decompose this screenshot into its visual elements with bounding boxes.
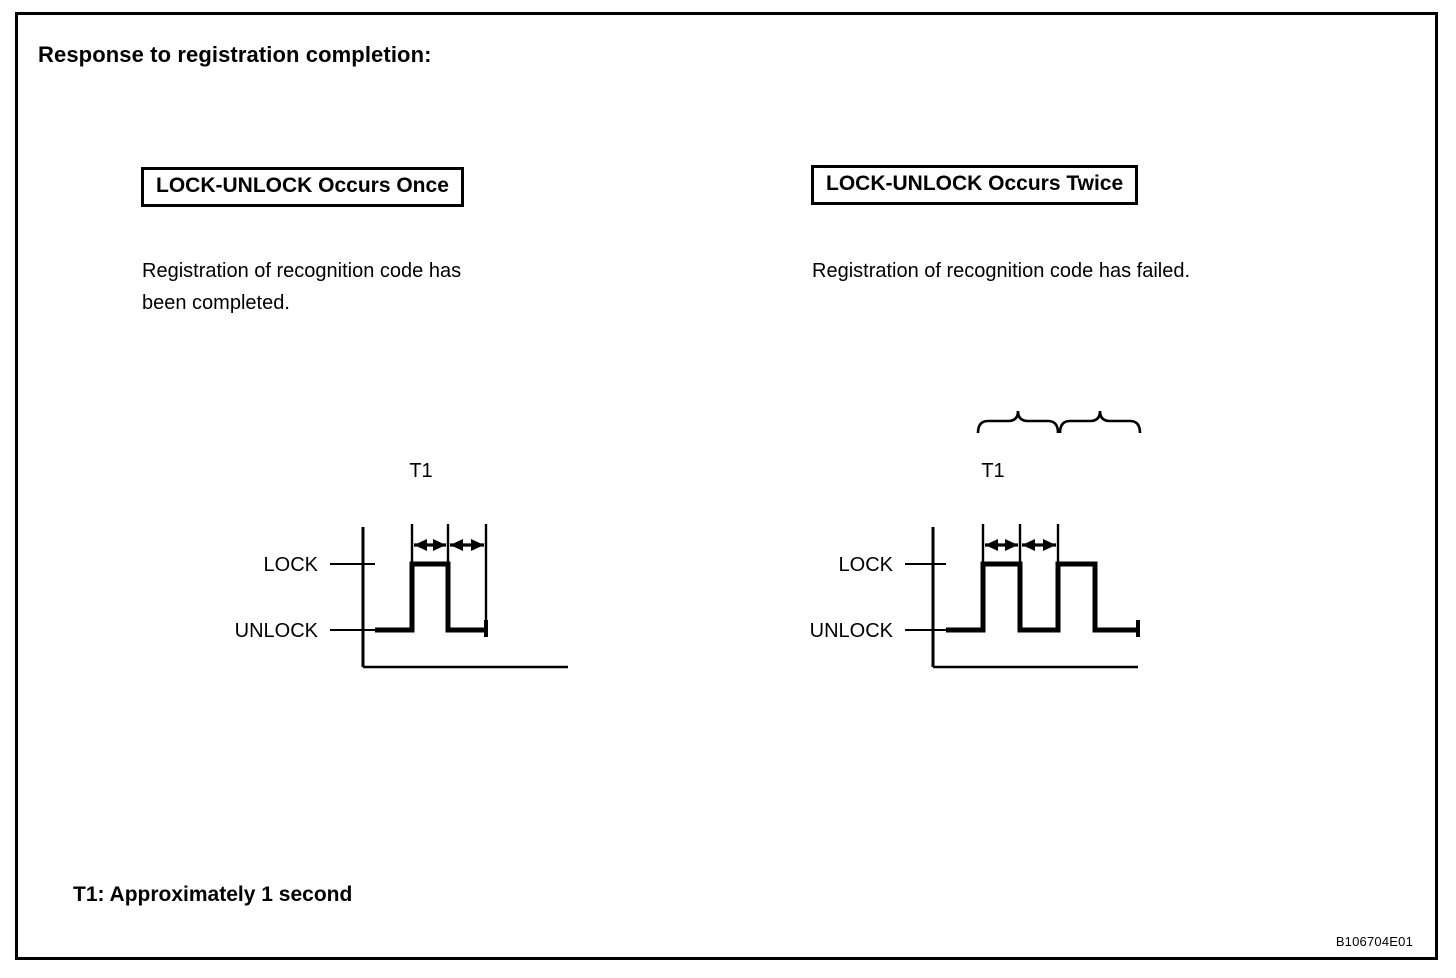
axis-leader-ticks-twice (905, 563, 946, 631)
section-header-twice: LOCK-UNLOCK Occurs Twice (811, 165, 1139, 206)
column-lock-unlock-twice: LOCK-UNLOCK Occurs Twice Registration of… (798, 15, 1456, 957)
axis-label-unlock-twice: UNLOCK (810, 620, 894, 642)
waveform-trace-once (375, 561, 486, 633)
waveform-chart-twice: T1 LOCK UNLOCK (810, 410, 1142, 669)
timing-label-t1-once: T1 (409, 460, 432, 482)
axis-label-unlock-once: UNLOCK (235, 620, 319, 642)
axis-leader-ticks-once (330, 563, 375, 631)
waveform-trace-twice (946, 561, 1138, 633)
axis-label-lock-twice: LOCK (839, 554, 894, 576)
column-lock-unlock-once: LOCK-UNLOCK Occurs Once Registration of … (113, 15, 813, 957)
section-header-once: LOCK-UNLOCK Occurs Once (141, 167, 464, 208)
section-description-twice: Registration of recognition code has fai… (812, 260, 1191, 282)
dimension-arrows-once (414, 539, 484, 551)
dimension-arrows-twice (985, 539, 1056, 551)
timing-label-t1-twice: T1 (981, 460, 1004, 482)
axis-label-lock-once: LOCK (264, 554, 319, 576)
waveform-chart-once: T1 LOCK UNLOCK (235, 460, 568, 669)
cycle-brace (976, 410, 1142, 434)
page-title: Response to registration completion: (38, 42, 432, 67)
diagram-frame: Response to registration completion: LOC… (15, 12, 1438, 960)
footer-note: T1: Approximately 1 second (73, 883, 353, 906)
reference-code: B106704E01 (1335, 934, 1413, 949)
section-description-once: Registration of recognition code has bee… (142, 260, 462, 315)
